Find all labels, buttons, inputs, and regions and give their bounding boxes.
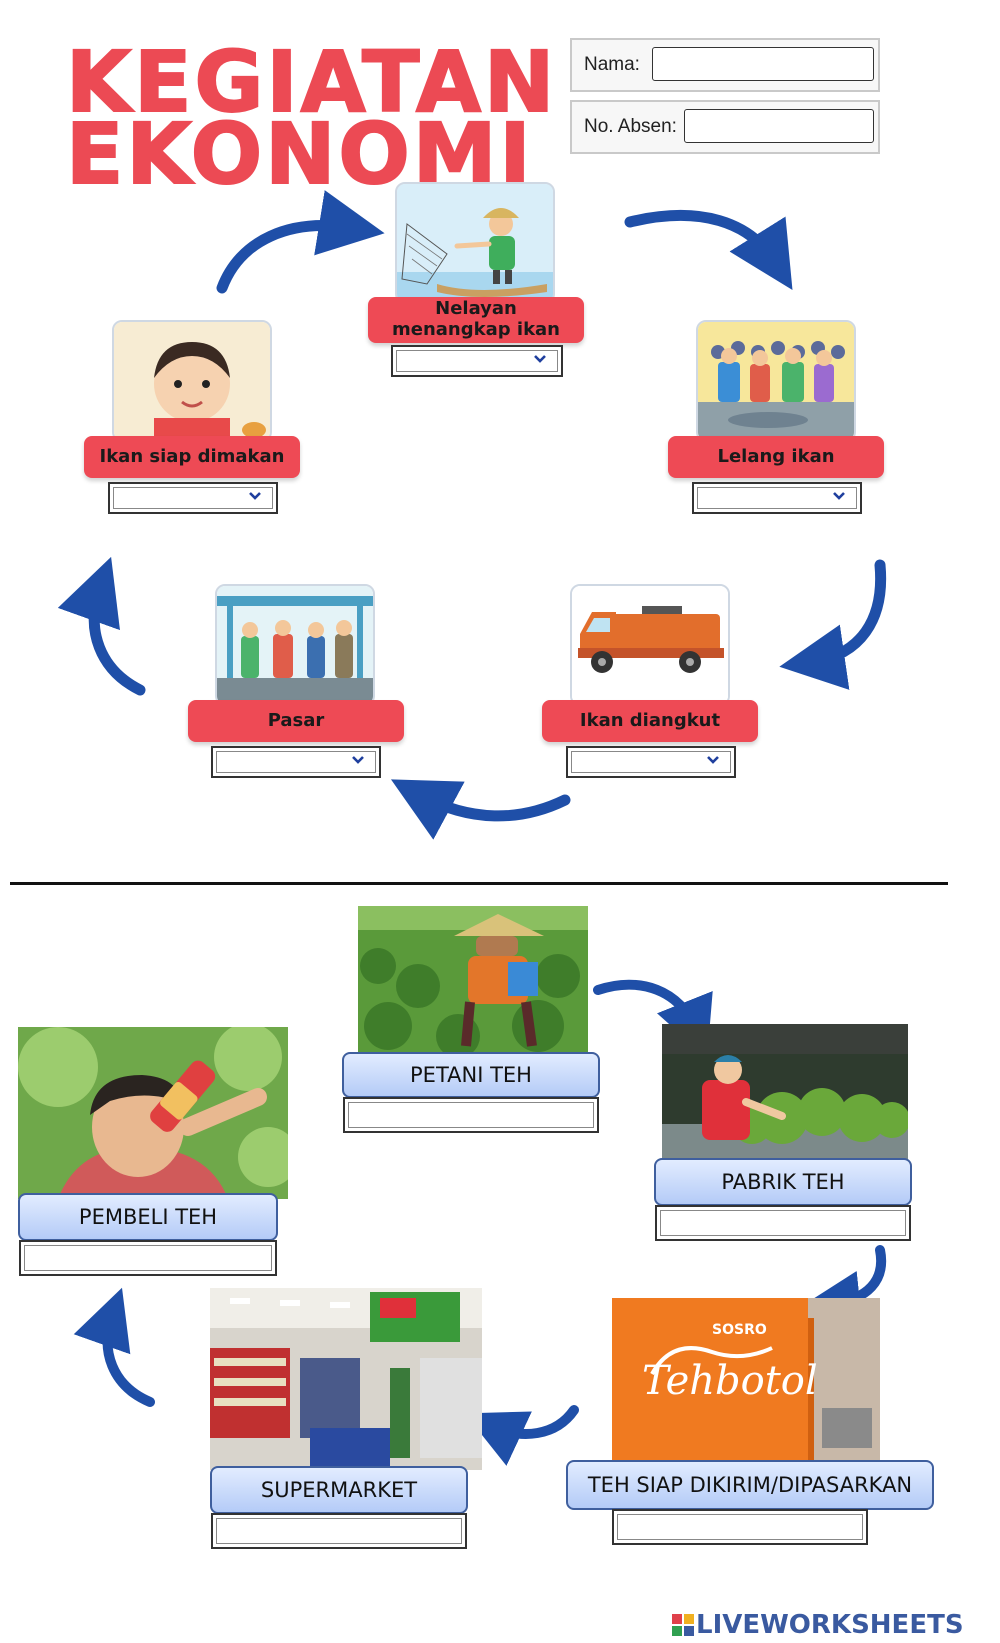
fish-truck-image <box>570 584 730 706</box>
liveworksheets-watermark: LIVEWORKSHEETS <box>672 1610 964 1640</box>
step-label-nelayan: Nelayan menangkap ikan <box>368 297 584 343</box>
dropdown-siap-dimakan[interactable] <box>108 482 278 514</box>
child-eating-image <box>112 320 272 442</box>
chevron-down-icon <box>352 756 364 764</box>
absen-input[interactable] <box>684 109 874 143</box>
market-image <box>215 584 375 706</box>
tea-buyer-photo <box>18 1027 288 1199</box>
chevron-down-icon <box>707 756 719 764</box>
truck-brand-small: SOSRO <box>712 1322 767 1338</box>
name-input[interactable] <box>652 47 874 81</box>
tea-truck-photo: SOSRO Tehbotol <box>612 1298 880 1464</box>
tea-factory-photo <box>662 1024 908 1160</box>
answer-input-pembeli[interactable] <box>19 1240 277 1276</box>
tea-label-petani: PETANI TEH <box>342 1052 600 1098</box>
step-label-lelang: Lelang ikan <box>668 436 884 478</box>
truck-brand-text: Tehbotol <box>642 1358 818 1404</box>
tea-label-siap-dikirim: TEH SIAP DIKIRIM/DIPASARKAN <box>566 1460 934 1510</box>
fish-cycle-arrows <box>57 190 887 840</box>
tea-cycle-arrows <box>73 979 887 1466</box>
dropdown-nelayan[interactable] <box>391 345 563 377</box>
liveworksheets-logo-icon <box>672 1614 694 1636</box>
dropdown-diangkut[interactable] <box>566 746 736 778</box>
dropdown-pasar[interactable] <box>211 746 381 778</box>
answer-input-supermarket[interactable] <box>211 1513 467 1549</box>
step-label-siap-dimakan: Ikan siap dimakan <box>84 436 300 478</box>
supermarket-photo <box>210 1288 482 1470</box>
fisherman-image <box>395 182 555 304</box>
tea-label-supermarket: SUPERMARKET <box>210 1466 468 1514</box>
step-label-nelayan-line1: Nelayan <box>435 298 517 320</box>
step-label-diangkut: Ikan diangkut <box>542 700 758 742</box>
name-label: Nama: <box>584 54 640 75</box>
name-field-group: Nama: <box>570 38 880 92</box>
answer-input-pabrik[interactable] <box>655 1205 911 1241</box>
chevron-down-icon <box>249 492 261 500</box>
fish-auction-image <box>696 320 856 442</box>
tea-label-pabrik: PABRIK TEH <box>654 1158 912 1206</box>
tea-label-pembeli: PEMBELI TEH <box>18 1193 278 1241</box>
chevron-down-icon <box>833 492 845 500</box>
absen-label: No. Absen: <box>584 116 677 137</box>
watermark-text: LIVEWORKSHEETS <box>696 1610 964 1640</box>
curved-arrow-icon <box>73 979 887 1466</box>
absen-field-group: No. Absen: <box>570 100 880 154</box>
tea-farmer-photo <box>358 906 588 1052</box>
title-line-1: KEGIATAN <box>65 33 558 131</box>
chevron-down-icon <box>534 355 546 363</box>
step-label-nelayan-line2: menangkap ikan <box>392 319 560 340</box>
curved-arrow-icon <box>57 190 887 840</box>
answer-input-siap-dikirim[interactable] <box>612 1509 868 1545</box>
section-divider <box>10 882 948 885</box>
step-label-pasar: Pasar <box>188 700 404 742</box>
dropdown-lelang[interactable] <box>692 482 862 514</box>
answer-input-petani[interactable] <box>343 1097 599 1133</box>
